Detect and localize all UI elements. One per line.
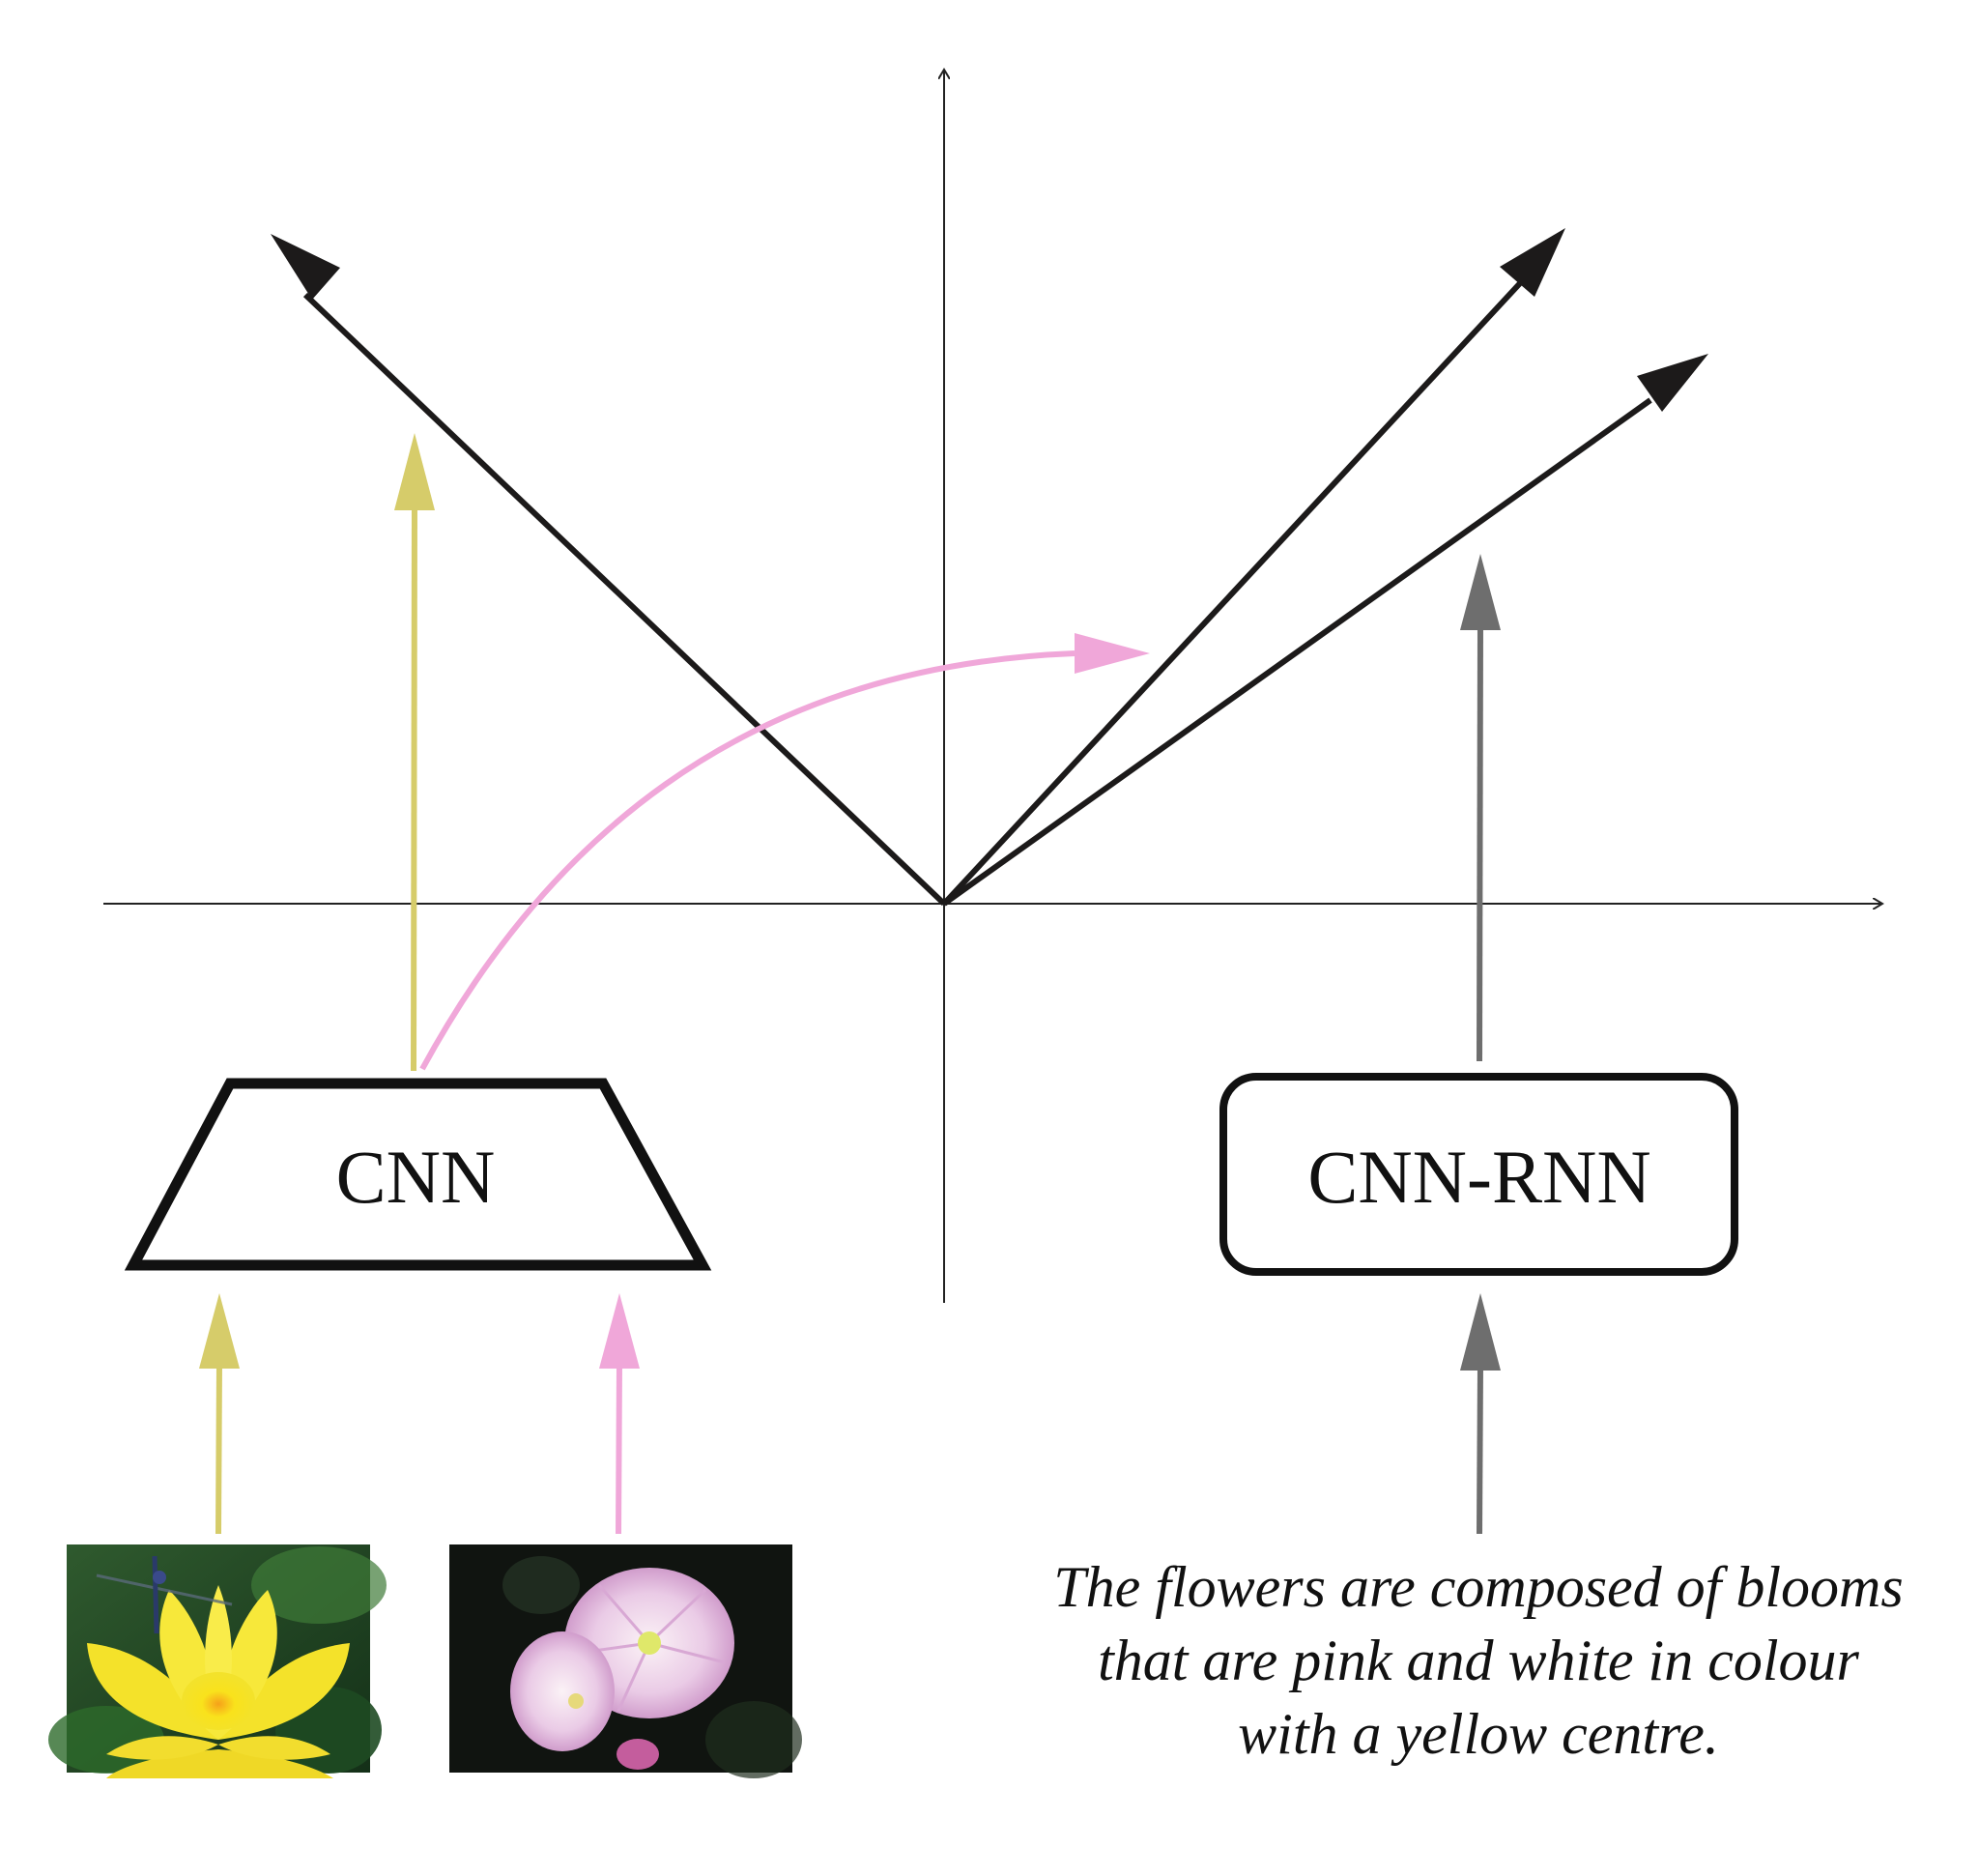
pink-primrose-photo [449,1544,802,1778]
grey-arrow-text-in [1477,1364,1483,1535]
cnn-rnn-label: CNN-RNN [1307,1135,1650,1219]
grey-arrows [1460,554,1501,1535]
grey-arrow-rnn-up-head [1460,554,1501,630]
caption-text: The flowers are composed of blooms that … [1053,1555,1903,1766]
pink-curve-arrow-head [1075,633,1150,674]
grey-arrow-text-in-head [1460,1293,1501,1371]
embedding-vectors [271,228,1708,907]
cnn-label: CNN [336,1135,496,1219]
cnn-rnn-block: CNN-RNN [1219,1073,1738,1276]
yellow-arrow-cnn-up-head [394,433,435,510]
yellow-water-lily-photo [48,1544,387,1778]
caption-line-1: The flowers are composed of blooms [1053,1555,1903,1619]
cnn-block: CNN [124,1078,712,1271]
vector-right [942,397,1652,907]
grey-arrow-rnn-up [1477,622,1483,1062]
cnn-rnn-box [1219,1073,1738,1276]
primrose-flower-small [510,1631,659,1770]
yellow-arrows [199,433,435,1535]
caption-line-2: that are pink and white in colour [1098,1629,1859,1692]
pink-arrow-image-in-head [599,1293,640,1369]
cnn-trapezoid [124,1078,712,1271]
yellow-arrow-image-in [215,1362,222,1535]
dragonfly-icon [96,1555,233,1634]
yellow-arrow-image-in-head [199,1293,240,1369]
vector-upper-left [302,292,947,907]
pink-curve-arrow [419,650,1076,1071]
vector-upper-left-head [271,234,340,300]
pink-arrow-image-in [616,1362,622,1535]
vector-upper-right [941,279,1524,907]
vector-upper-right-head [1500,228,1565,297]
lily-petals [87,1585,350,1778]
yellow-arrow-cnn-up [411,502,417,1072]
vector-right-head [1637,354,1708,412]
caption-line-3: with a yellow centre. [1238,1702,1719,1766]
pink-arrows [419,633,1150,1535]
